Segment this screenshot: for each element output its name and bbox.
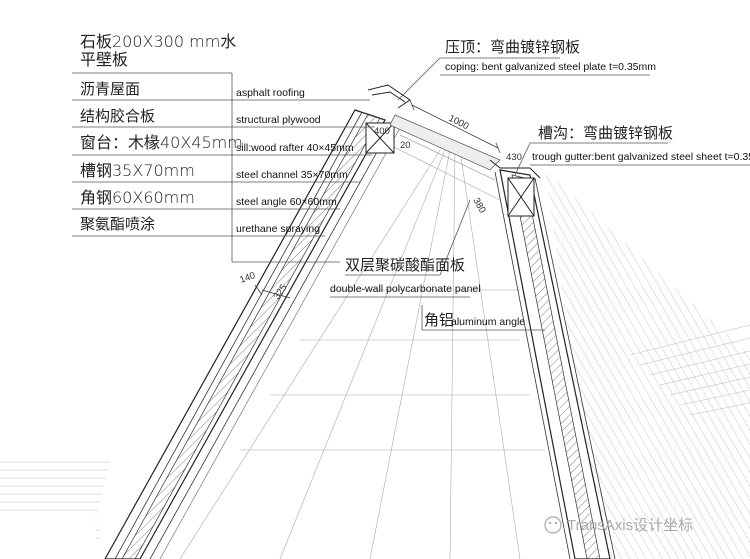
wechat-icon <box>544 516 562 534</box>
label-sill-cn: 窗台：木椽40X45mm <box>80 133 243 152</box>
gutter-leader <box>514 142 750 176</box>
alu-leader <box>421 305 545 331</box>
dim-1000: 1000 <box>447 113 471 132</box>
dimension-lines <box>254 99 501 299</box>
label-plywood-cn: 结构胶合板 <box>80 107 155 125</box>
watermark-text: TransAxis设计坐标 <box>567 517 693 534</box>
label-slate-cn: 石板200X300 mm水 <box>80 32 236 51</box>
gutter-en: trough gutter:bent galvanized steel shee… <box>532 151 750 163</box>
panel-en: double-wall polycarbonate panel <box>330 283 481 295</box>
label-urethane-en: urethane spraying <box>236 223 320 235</box>
watermark: TransAxis设计坐标 <box>544 516 693 534</box>
label-channel-cn: 槽钢35X70mm <box>80 161 195 180</box>
label-slate-cn2: 平壁板 <box>80 50 128 69</box>
dim-140: 140 <box>238 270 257 286</box>
label-channel-en: steel channel 35×70mm <box>236 169 348 181</box>
interior-lines <box>179 139 545 559</box>
coping-cn: 压顶：弯曲镀锌钢板 <box>445 38 580 56</box>
label-asphalt-cn: 沥青屋面 <box>80 80 140 98</box>
label-angle-en: steel angle 60×60mm <box>236 196 337 208</box>
label-angle-cn: 角钢60X60mm <box>80 188 195 207</box>
left-roof-section <box>104 109 401 559</box>
label-asphalt-en: asphalt roofing <box>236 87 305 99</box>
label-plywood-en: structural plywood <box>236 114 321 126</box>
dim-400: 400 <box>374 126 390 137</box>
dim-430: 430 <box>506 152 522 163</box>
background-right-roof <box>545 170 750 559</box>
dim-20: 20 <box>400 140 411 151</box>
alu-cn: 角铝 <box>424 311 454 329</box>
background-left-lines <box>0 461 110 539</box>
coping-leader <box>397 57 650 101</box>
label-table <box>72 72 375 263</box>
coping-en: coping: bent galvanized steel plate t=0.… <box>445 61 656 73</box>
dim-380: 380 <box>470 196 487 215</box>
ridge-detail <box>365 84 541 217</box>
panel-cn: 双层聚碳酸酯面板 <box>345 256 465 274</box>
label-sill-en: sill:wood rafter 40×45mm <box>236 142 354 154</box>
right-roof-section <box>494 169 616 559</box>
gutter-cn: 槽沟：弯曲镀锌钢板 <box>538 124 673 142</box>
panel-leader <box>330 199 471 298</box>
alu-en: aluminum angle <box>451 316 525 328</box>
label-urethane-cn: 聚氨酯喷涂 <box>80 215 155 233</box>
